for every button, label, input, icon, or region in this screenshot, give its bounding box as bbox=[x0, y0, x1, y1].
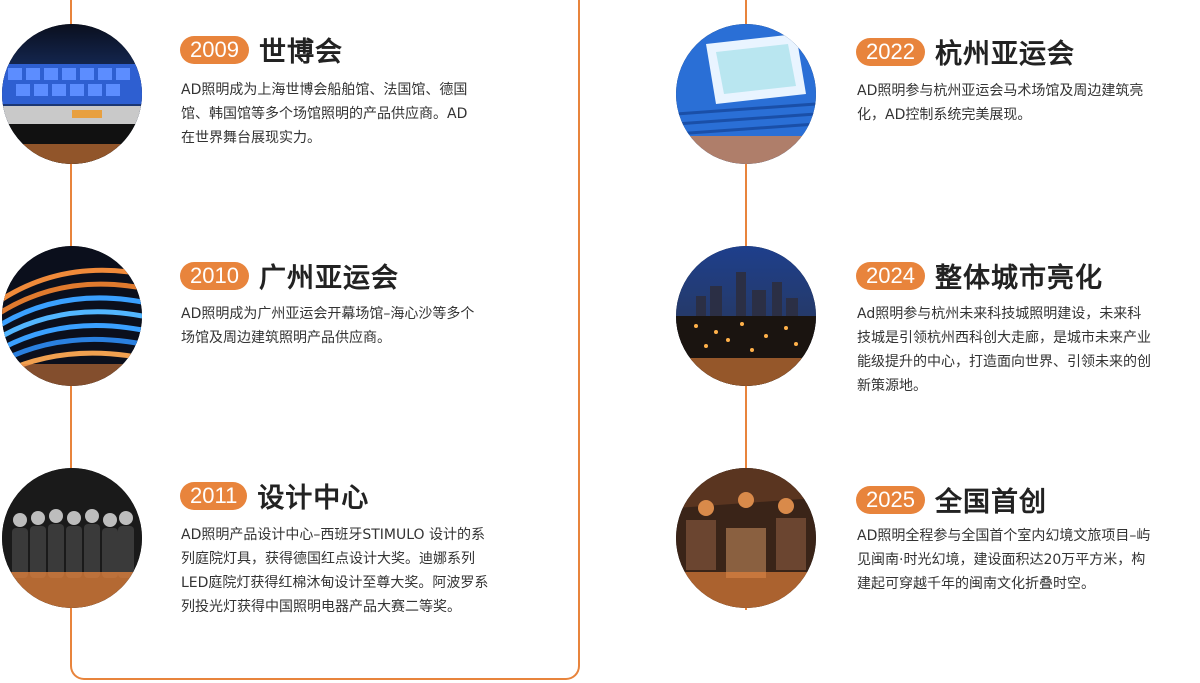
entry-heading: 2024 整体城市亮化 bbox=[856, 256, 1103, 295]
equestrian-venue-image bbox=[676, 24, 816, 164]
entry-description: AD照明成为上海世博会船舶馆、法国馆、德国馆、韩国馆等多个场馆照明的产品供应商。… bbox=[181, 82, 468, 146]
entry-description: Ad照明参与杭州未来科技城照明建设，未来科技城是引领杭州西科创大走廊，是城市未来… bbox=[857, 306, 1151, 394]
year-badge: 2009 bbox=[180, 35, 249, 64]
entry-heading: 2009 世博会 bbox=[180, 30, 343, 69]
entry-description: AD照明产品设计中心–西班牙STIMULO 设计的系列庭院灯具，获得德国红点设计… bbox=[181, 527, 489, 615]
year-badge: 2025 bbox=[856, 485, 925, 514]
year-badge: 2011 bbox=[180, 481, 248, 510]
entry-heading: 2011 设计中心 bbox=[180, 476, 369, 515]
year-badge: 2022 bbox=[856, 37, 925, 66]
design-team-image bbox=[2, 468, 142, 608]
entry-description: AD照明参与杭州亚运会马术场馆及周边建筑亮化，AD控制系统完美展现。 bbox=[857, 83, 1144, 123]
year-badge: 2010 bbox=[180, 261, 249, 290]
entry-title: 杭州亚运会 bbox=[934, 39, 1075, 70]
year-badge: 2024 bbox=[856, 261, 925, 290]
expo-pavilion-image bbox=[2, 24, 142, 164]
entry-title: 广州亚运会 bbox=[258, 263, 399, 294]
entry-title: 整体城市亮化 bbox=[934, 263, 1103, 294]
indoor-cultural-street-image bbox=[676, 468, 816, 608]
entry-title: 设计中心 bbox=[257, 483, 370, 514]
curved-building-image bbox=[2, 246, 142, 386]
entry-heading: 2022 杭州亚运会 bbox=[856, 32, 1075, 71]
entry-title: 全国首创 bbox=[934, 487, 1047, 518]
entry-description: AD照明全程参与全国首个室内幻境文旅项目–屿见闽南·时光幻境，建设面积达20万平… bbox=[857, 528, 1151, 592]
entry-heading: 2025 全国首创 bbox=[856, 480, 1047, 519]
city-skyline-image bbox=[676, 246, 816, 386]
entry-title: 世博会 bbox=[258, 37, 343, 68]
entry-heading: 2010 广州亚运会 bbox=[180, 256, 399, 295]
entry-description: AD照明成为广州亚运会开幕场馆–海心沙等多个场馆及周边建筑照明产品供应商。 bbox=[181, 306, 475, 346]
